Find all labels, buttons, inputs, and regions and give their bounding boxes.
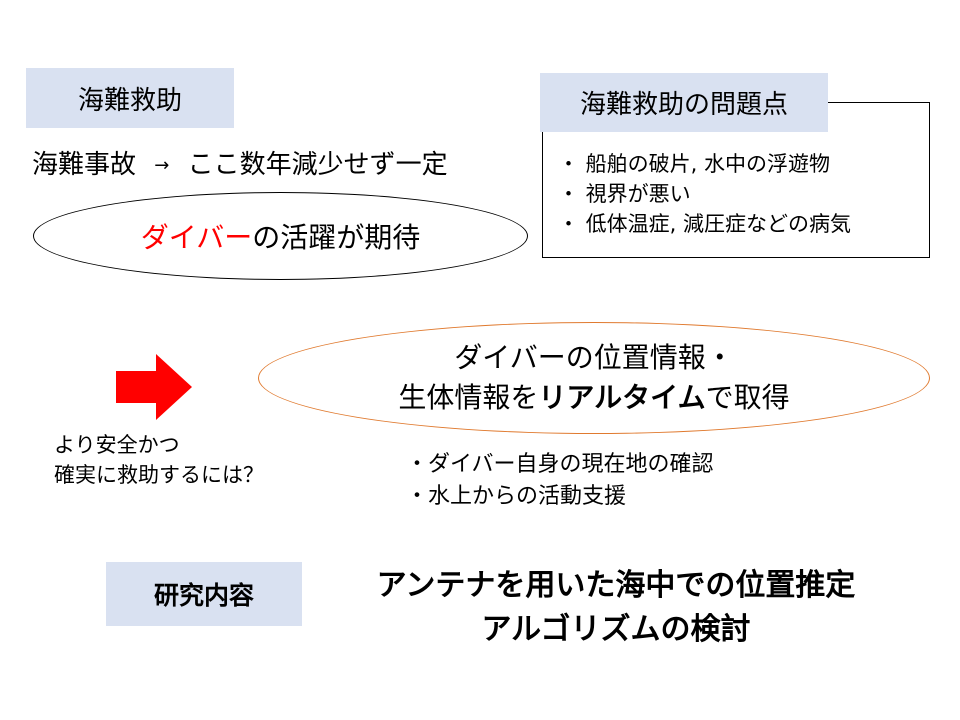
diver-hope-rest: の活躍が期待: [252, 221, 421, 254]
realtime-goal-ellipse: ダイバーの位置情報・ 生体情報をリアルタイムで取得: [258, 322, 930, 434]
research-title-line-1: アンテナを用いた海中での位置推定: [376, 568, 856, 603]
goal-bullet: ・ダイバー自身の現在地の確認: [406, 452, 714, 477]
rescue-label-text: 海難救助: [77, 85, 182, 116]
research-label-text: 研究内容: [153, 581, 254, 610]
realtime-goal-text: ダイバーの位置情報・ 生体情報をリアルタイムで取得: [398, 338, 789, 418]
problem-item: ・ 視界が悪い: [558, 182, 691, 206]
goal-line-2-emphasis: リアルタイム: [538, 381, 706, 414]
research-title-line-2: アルゴリズムの検討: [481, 612, 751, 647]
right-arrow-icon: [116, 354, 192, 420]
safety-question: より安全かつ 確実に救助するには？: [54, 430, 264, 490]
diver-highlight: ダイバー: [140, 221, 253, 254]
accident-stat: 海難事故 → ここ数年減少せず一定: [32, 144, 448, 181]
goal-line-1: ダイバーの位置情報・: [454, 341, 734, 374]
problems-label: 海難救助の問題点: [540, 73, 828, 132]
goal-line-2-part-a: 生体情報を: [398, 381, 539, 414]
research-title: アンテナを用いた海中での位置推定 アルゴリズムの検討: [318, 564, 914, 652]
problem-item: ・ 低体温症, 減圧症などの病気: [558, 212, 852, 236]
arrow-right-icon: →: [154, 155, 170, 176]
problems-list: ・ 船舶の破片, 水中の浮遊物 ・ 視界が悪い ・ 低体温症, 減圧症などの病気: [558, 149, 851, 239]
research-label: 研究内容: [106, 562, 302, 626]
question-line-1: より安全かつ: [54, 433, 180, 457]
rescue-label: 海難救助: [26, 68, 234, 128]
accident-stat-left: 海難事故: [32, 150, 137, 180]
goal-line-2-part-c: で取得: [705, 381, 790, 414]
diver-hope-ellipse: ダイバーの活躍が期待: [33, 192, 528, 280]
goal-bullet: ・水上からの活動支援: [406, 484, 627, 509]
goal-line-2: 生体情報をリアルタイムで取得: [398, 378, 789, 418]
diver-hope-text: ダイバーの活躍が期待: [141, 216, 420, 256]
problems-label-text: 海難救助の問題点: [579, 90, 788, 120]
goal-bullets: ・ダイバー自身の現在地の確認 ・水上からの活動支援: [406, 449, 714, 513]
question-line-2: 確実に救助するには？: [54, 463, 264, 487]
problem-item: ・ 船舶の破片, 水中の浮遊物: [558, 152, 831, 176]
accident-stat-right: ここ数年減少せず一定: [187, 150, 448, 180]
